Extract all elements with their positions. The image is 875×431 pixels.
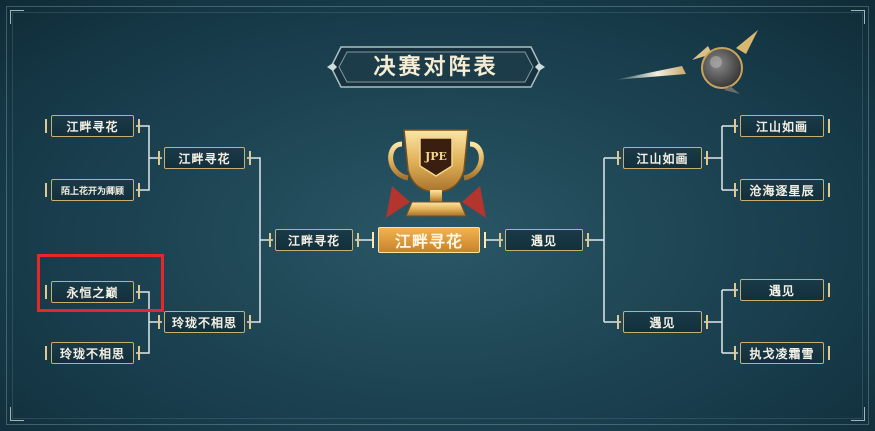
right-r1-slot-4[interactable]: 执戈凌霜雪 [740,342,830,364]
trophy-icon: JPE [386,129,486,218]
left-r1-slot-2[interactable]: 陌上花开为卿顾 [51,179,140,201]
left-r1-slot-1[interactable]: 江畔寻花 [51,115,140,137]
highlight-box [37,254,164,312]
corner-ornament [10,10,24,24]
right-r1-slot-2[interactable]: 沧海逐星辰 [740,179,830,201]
right-semi-slot-2[interactable]: 遇见 [623,311,708,333]
left-r1-slot-4[interactable]: 玲珑不相思 [51,342,140,364]
title-plate: 决赛对阵表 [327,44,545,90]
champion-slot[interactable]: 江畔寻花 [378,227,486,253]
page-title: 决赛对阵表 [373,54,499,80]
outer-frame [6,6,869,425]
right-final-slot[interactable]: 遇见 [505,229,589,251]
left-semi-slot-1[interactable]: 江畔寻花 [164,147,251,169]
corner-ornament [851,407,865,421]
left-semi-slot-2[interactable]: 玲珑不相思 [164,311,251,333]
spiked-ball-weapon-icon [614,30,758,94]
inner-frame [12,12,863,419]
corner-ornament [851,10,865,24]
left-final-slot[interactable]: 江畔寻花 [275,229,359,251]
left-r1-slot-3[interactable]: 永恒之巅 [51,281,140,303]
corner-ornament [10,407,24,421]
right-r1-slot-3[interactable]: 遇见 [740,279,830,301]
svg-text:JPE: JPE [424,150,447,163]
right-semi-slot-1[interactable]: 江山如画 [623,147,708,169]
right-r1-slot-1[interactable]: 江山如画 [740,115,830,137]
